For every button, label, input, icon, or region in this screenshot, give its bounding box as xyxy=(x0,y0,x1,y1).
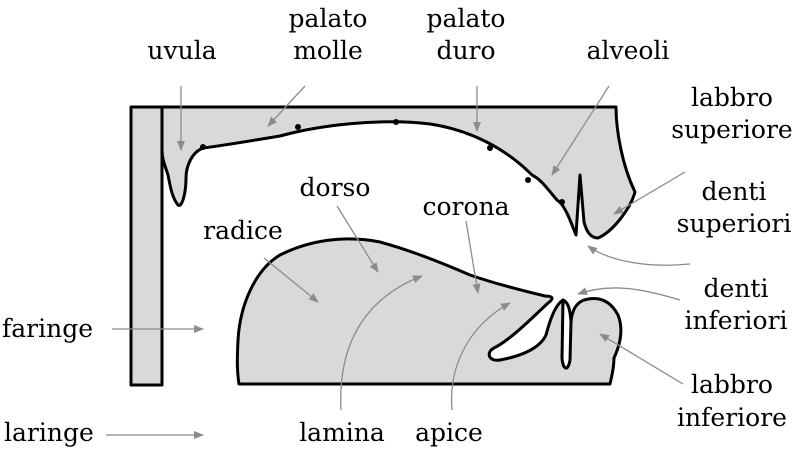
tongue-and-lower-jaw xyxy=(237,239,621,384)
label-labbro-inferiore-line1: labbro xyxy=(691,370,773,399)
label-radice: radice xyxy=(203,216,283,245)
label-laringe: laringe xyxy=(4,418,94,447)
label-labbro-superiore-line2: superiore xyxy=(671,115,792,144)
label-denti-inferiori-line1: denti xyxy=(704,274,769,303)
label-denti-inferiori-line2: inferiori xyxy=(684,306,787,335)
palate-dot xyxy=(525,177,531,183)
pointer-denti-superiori xyxy=(588,246,690,265)
label-palato-molle-line1: palato xyxy=(289,4,368,33)
label-corona: corona xyxy=(422,192,509,221)
label-faringe: faringe xyxy=(2,314,93,343)
palate-dot xyxy=(487,145,493,151)
pharynx-wall xyxy=(131,107,162,385)
label-denti-superiori-line2: superiori xyxy=(677,209,792,238)
label-lamina: lamina xyxy=(299,418,385,447)
label-denti-superiori-line1: denti xyxy=(702,177,767,206)
label-palato-duro-line2: duro xyxy=(436,36,495,65)
label-labbro-inferiore-line2: inferiore xyxy=(677,403,787,432)
label-palato-duro-line1: palato xyxy=(427,4,506,33)
label-palato-molle-line2: molle xyxy=(293,36,363,65)
label-uvula: uvula xyxy=(147,36,216,65)
label-dorso: dorso xyxy=(300,173,371,202)
label-apice: apice xyxy=(415,418,483,447)
label-labbro-superiore-line1: labbro xyxy=(691,83,773,112)
palate-dot xyxy=(559,199,565,205)
palate-dot xyxy=(200,144,206,150)
palate-dot xyxy=(393,119,399,125)
label-alveoli: alveoli xyxy=(587,36,670,65)
palate-dot xyxy=(295,124,301,130)
